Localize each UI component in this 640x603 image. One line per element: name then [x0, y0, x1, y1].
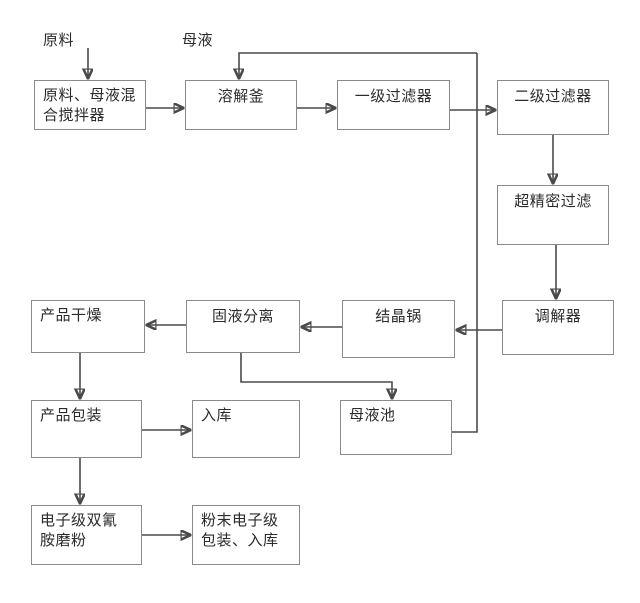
mother-liquor-label: 母液	[182, 31, 214, 49]
raw-material-label: 原料	[43, 31, 75, 49]
node-crystallizer[interactable]: 结晶锅	[342, 300, 455, 358]
edge-recycle-to-dissolver	[239, 52, 477, 78]
node-dissolver[interactable]: 溶解釜	[185, 80, 297, 130]
node-powder-packing-warehouse[interactable]: 粉末电子级 包装、入库	[192, 505, 300, 565]
node-ultra-filter[interactable]: 超精密过滤	[497, 185, 609, 245]
edge-separator-to-liquor-tank	[240, 353, 392, 398]
node-mixer[interactable]: 原料、母液混 合搅拌器	[34, 80, 146, 130]
node-solid-liquid-sep[interactable]: 固液分离	[186, 300, 300, 353]
node-filter-stage-2[interactable]: 二级过滤器	[497, 80, 609, 135]
node-product-drying[interactable]: 产品干燥	[31, 300, 145, 353]
edge-liquor-tank-recycle-up	[452, 53, 478, 433]
node-warehouse[interactable]: 入库	[192, 400, 300, 458]
node-filter-stage-1[interactable]: 一级过滤器	[337, 80, 450, 130]
node-product-packing[interactable]: 产品包装	[31, 400, 142, 458]
node-electronic-grade-milling[interactable]: 电子级双氰 胺磨粉	[31, 505, 142, 565]
node-conditioner[interactable]: 调解器	[502, 300, 614, 355]
node-mother-liquor-tank[interactable]: 母液池	[340, 400, 452, 455]
